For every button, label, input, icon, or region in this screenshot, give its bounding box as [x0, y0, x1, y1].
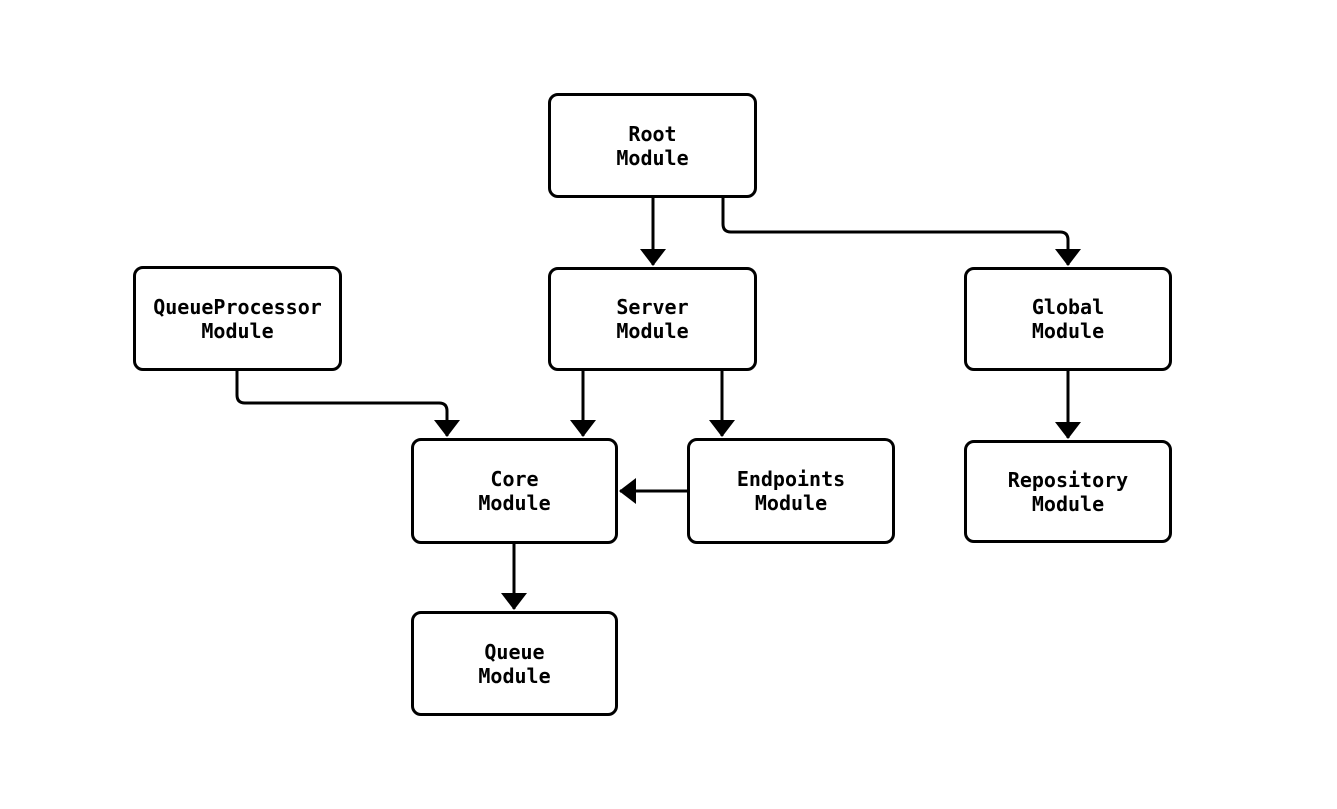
node-label-line: Root [628, 121, 677, 146]
node-label-line: Module [754, 491, 828, 515]
edge-root-module-to-global-module [721, 198, 1081, 266]
node-label-line: Server [616, 295, 689, 319]
node-label-line: Module [478, 663, 551, 688]
node-label-line: Module [1031, 319, 1105, 343]
node-label-line: Queue [484, 639, 545, 664]
node-label-line: Global [1031, 295, 1105, 319]
node-label-line: Module [1031, 491, 1105, 516]
node-label-line: Module [201, 318, 274, 343]
node-label-line: Core [490, 467, 539, 491]
edge-queueprocessor-module-to-core-module [235, 371, 460, 437]
node-label-line: Repository [1007, 467, 1129, 492]
node-label-line: QueueProcessor [153, 294, 322, 319]
node-label-line: Module [616, 145, 689, 170]
node-label-line: Endpoints [736, 467, 846, 491]
node-label-line: Module [478, 491, 551, 515]
node-label-line: Module [616, 319, 689, 343]
